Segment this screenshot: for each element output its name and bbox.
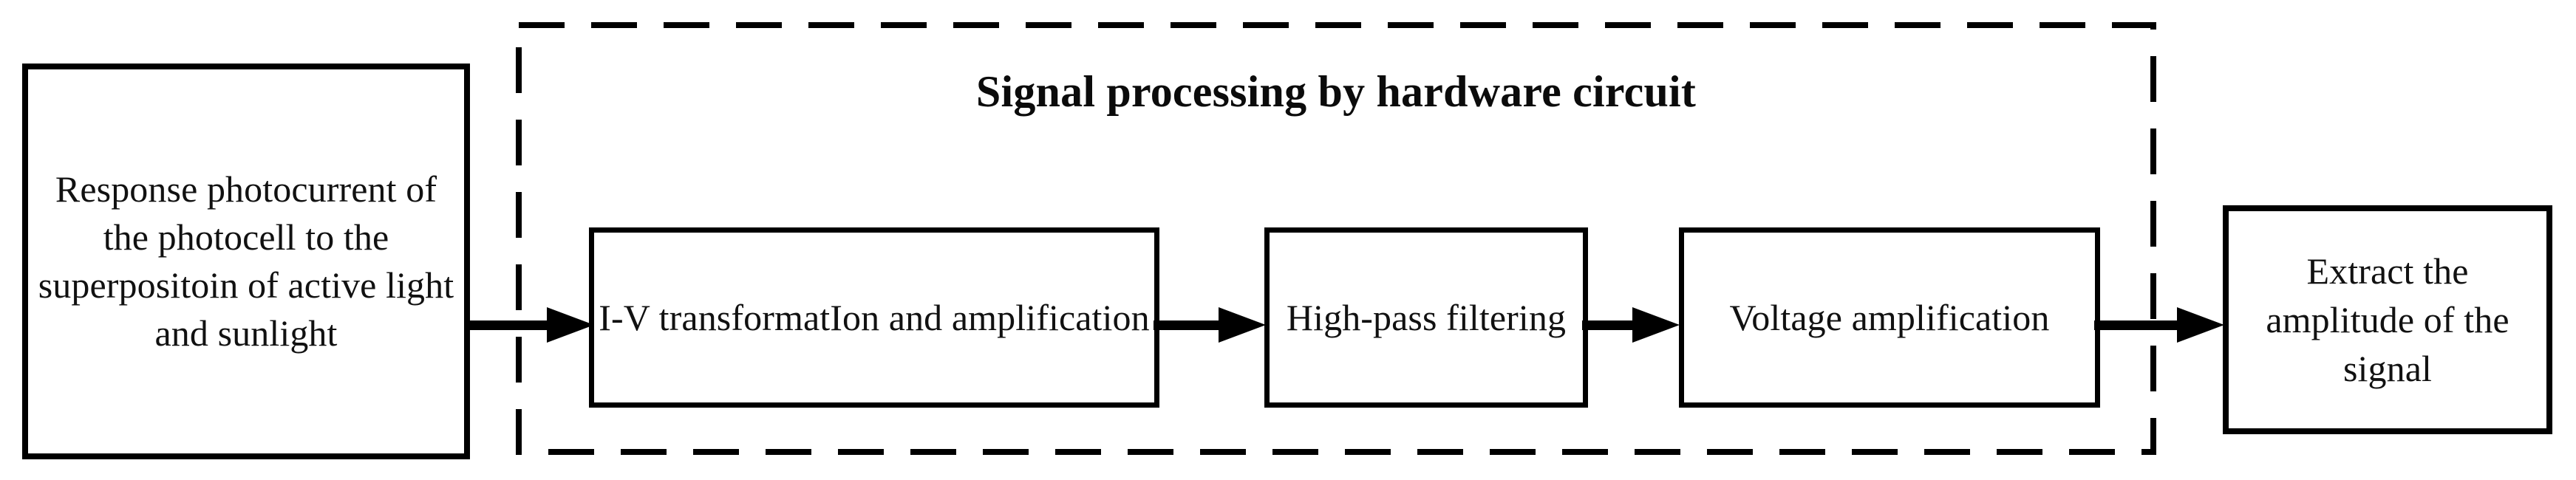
node-iv-transformation-label: I-V transformatIon and amplification [599, 296, 1150, 338]
node-extract-amplitude-label: Extract the amplitude of the signal [2266, 250, 2509, 389]
node-response-photocurrent[interactable]: Response photocurrent of the photocell t… [22, 64, 470, 459]
group-title: Signal processing by hardware circuit [975, 67, 1697, 116]
arrow-vamp-to-extract [2094, 303, 2227, 347]
node-iv-transformation[interactable]: I-V transformatIon and amplification [589, 227, 1159, 408]
node-voltage-amplification[interactable]: Voltage amplification [1679, 227, 2100, 408]
node-extract-amplitude[interactable]: Extract the amplitude of the signal [2223, 205, 2552, 434]
node-high-pass-filtering-label: High-pass filtering [1286, 296, 1567, 338]
node-voltage-amplification-label: Voltage amplification [1729, 296, 2050, 338]
arrow-hpf-to-vamp [1582, 303, 1683, 347]
node-response-photocurrent-label: Response photocurrent of the photocell t… [38, 168, 454, 354]
arrow-source-to-iv [464, 303, 597, 347]
node-high-pass-filtering[interactable]: High-pass filtering [1264, 227, 1588, 408]
arrow-iv-to-hpf [1154, 303, 1269, 347]
